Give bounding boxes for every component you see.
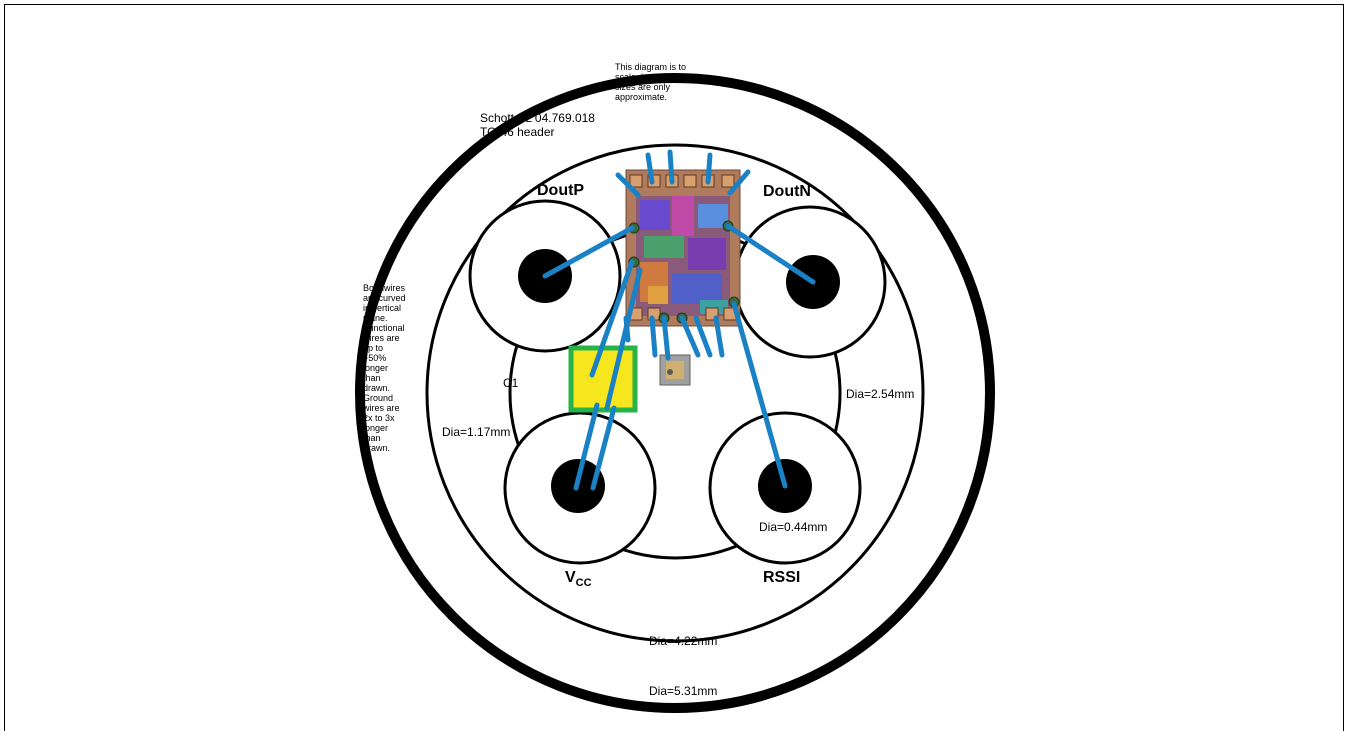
bondwire-note-line: up to [363,343,383,353]
pin-label-rssi: RSSI [763,569,800,586]
pin-label-vcc-sub: CC [576,577,592,589]
small-component [659,354,691,386]
bondwire-note: Bondwires are curved in vertical plane. … [362,283,406,453]
header-part-number: Schott SL 04.769.018 [480,111,595,125]
dim-insulator: Dia=1.17mm [442,425,510,439]
bondwire-note-line: are curved [363,293,406,303]
dim-outer: Dia=5.31mm [649,684,717,698]
bondwire-note-line: 2x to 3x [363,413,395,423]
bondwires [542,149,816,491]
bondwire-note-line: ~50% [363,353,386,363]
scale-note: This diagram is to scale, but bondwire s… [615,62,693,102]
bondwire-note-line: Bondwires [363,283,406,293]
bondwire-note-line: wires are [362,333,400,343]
bondwire-note-line: Ground [363,393,393,403]
dim-pin: Dia=0.44mm [759,520,827,534]
scale-note-line: approximate. [615,92,667,102]
bondwire-note-line: Functional [363,323,405,333]
bondwire-note-line: wires are [362,403,400,413]
header-type: TO-46 header [480,125,555,139]
capacitor-label: C1 [503,376,519,390]
dim-pin-circle: Dia=2.54mm [846,387,914,401]
scale-note-line: sizes are only [615,82,671,92]
pin-label-vcc: VCC [565,569,592,589]
bondwire-note-line: in vertical [363,303,401,313]
bondwire-note-line: drawn. [363,383,390,393]
bondwire-note-line: than [363,373,381,383]
pin-label-doutn: DoutN [763,183,811,200]
pin-label-doutp: DoutP [537,182,584,199]
capacitor-c1 [568,345,638,413]
dim-inner: Dia=4.22mm [649,634,717,648]
bondwire-note-line: drawn. [363,443,390,453]
bondwire-note-line: longer [363,423,388,433]
ic-die [625,169,741,327]
bondwire-note-line: plane. [363,313,388,323]
bondwire-note-line: than [363,433,381,443]
pin-label-vcc-main: V [565,569,576,586]
bondwire-note-line: longer [363,363,388,373]
diagram-frame [4,4,1344,731]
scale-note-line: This diagram is to [615,62,686,72]
scale-note-line: scale, but bondwire [615,72,693,82]
